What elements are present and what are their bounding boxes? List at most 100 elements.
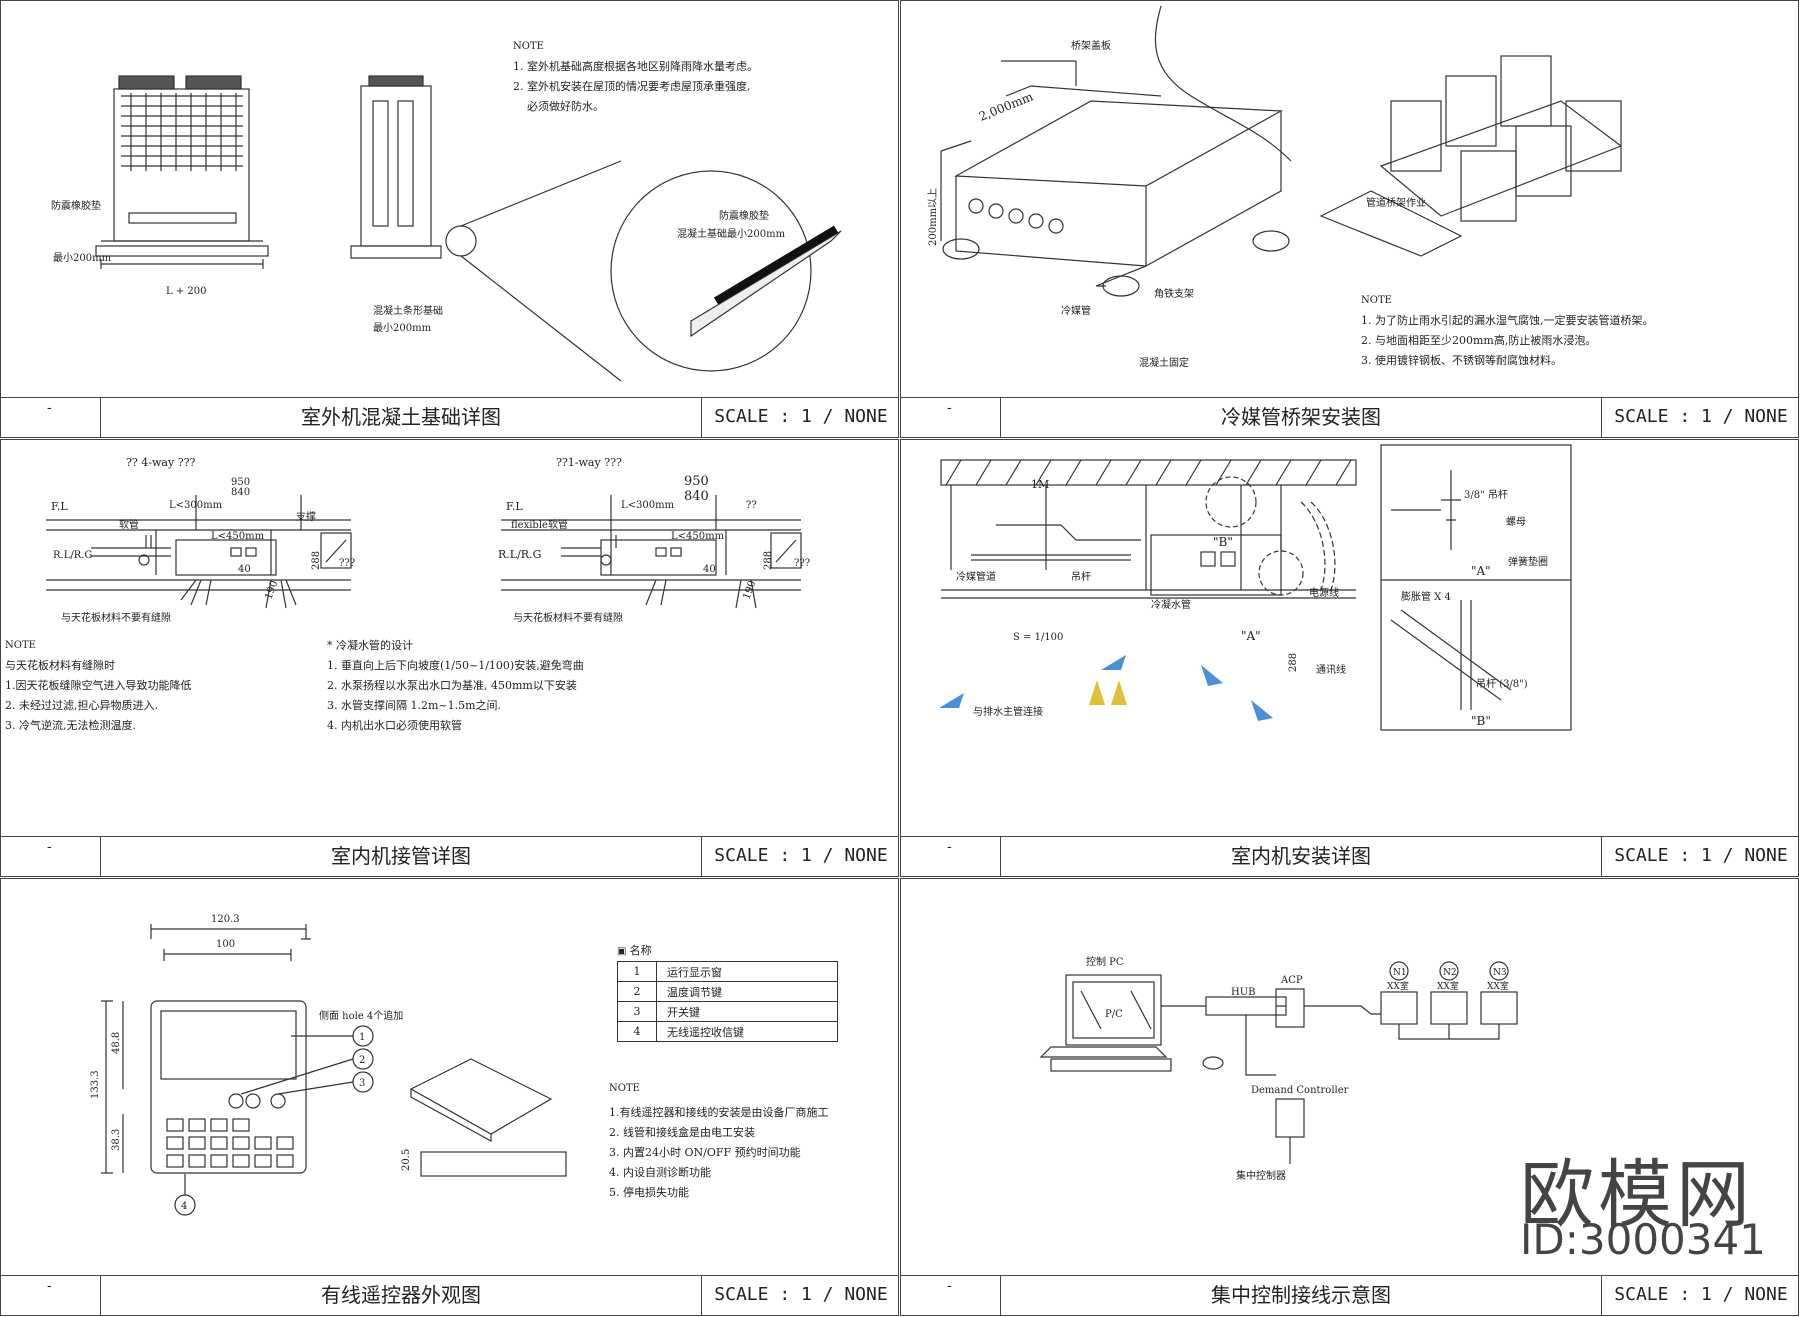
label-bridge-work: 管道桥架作业 xyxy=(1366,196,1426,209)
note-line: 1.因天花板缝隙空气进入导致功能降低 xyxy=(5,679,192,692)
indoor-install-drawing: 1M 冷媒管道 吊杆 冷凝水管 S = 1/100 "B" "A" 电源线 通讯… xyxy=(939,444,1572,731)
drawing-title: 室外机混凝土基础详图 xyxy=(101,398,702,437)
dim-950-b: 950 xyxy=(684,474,709,489)
note-line: 2. 未经过过滤,担心异物质进入. xyxy=(5,699,158,712)
table-cell-no: 2 xyxy=(617,981,657,1002)
callout-1: 1 xyxy=(359,1032,365,1043)
drawing-title: 室内机接管详图 xyxy=(101,837,702,876)
label-n2: N2 xyxy=(1443,968,1457,978)
label-l300: L<300mm xyxy=(169,500,223,511)
note-head: NOTE xyxy=(1361,295,1392,306)
dim-288: 288 xyxy=(1288,653,1299,672)
note-line: 5. 停电损失功能 xyxy=(609,1186,689,1199)
label-n3: N3 xyxy=(1493,968,1507,978)
drawing-scale: SCALE : 1 / NONE xyxy=(714,1284,888,1305)
label-concrete: 混凝土固定 xyxy=(1139,356,1189,369)
indoor-unit-1way xyxy=(600,539,717,576)
notes-panel0: NOTE 1. 室外机基础高度根据各地区别降雨降水量考虑。 2. 室外机安装在屋… xyxy=(513,37,758,117)
room-panel-n2 xyxy=(1430,991,1468,1025)
drawing-title: 室内机安装详图 xyxy=(1001,837,1602,876)
label-fl: F.L xyxy=(51,500,68,513)
label-rod38b: 吊杆 (3/8") xyxy=(1476,678,1528,690)
pc-monitor xyxy=(1065,974,1162,1046)
label-b-callout: "B" xyxy=(1213,535,1233,549)
acp-box xyxy=(1275,988,1305,1028)
note-line: 3. 冷气逆流,无法检测温度. xyxy=(5,719,136,732)
notes-panel4: NOTE 1.有线遥控器和接线的安装是由设备厂商施工 2. 线管和接线盒是由电工… xyxy=(609,1079,829,1203)
label-h200: 200mm以上 xyxy=(927,188,939,246)
airflow-arrow-icon xyxy=(1201,665,1223,686)
title-dash: - xyxy=(901,837,1001,876)
note-head: * 冷凝水管的设计 xyxy=(327,639,413,652)
airflow-in-icon xyxy=(1111,680,1127,705)
label-rubber: 防震橡胶垫 xyxy=(51,199,101,212)
title-dash: - xyxy=(901,398,1001,437)
callout-4: 4 xyxy=(181,1201,187,1212)
note-line: 4. 内机出水口必须使用软管 xyxy=(327,719,462,732)
dim-840: 840 xyxy=(231,487,250,498)
note-line: 2. 与地面相距至少200mm高,防止被雨水浸泡。 xyxy=(1361,334,1597,347)
table-head: ▣ 名称 xyxy=(617,944,652,957)
airflow-in-icon xyxy=(1089,680,1105,705)
table-cell-name: 无线遥控收信键 xyxy=(656,1021,838,1042)
label-min200: 最小200mm xyxy=(53,252,112,264)
drawing-scale: SCALE : 1 / NONE xyxy=(1614,845,1788,866)
room-panel-n3 xyxy=(1480,991,1518,1025)
label-flex: flexible软管 xyxy=(511,518,568,531)
indoor-piping-drawing: ?? 4-way ??? ??1-way ??? F.L F.L 950 840… xyxy=(46,456,810,624)
label-angle: 角铁支架 xyxy=(1154,287,1194,300)
notes-panel1: NOTE 1. 为了防止雨水引起的漏水湿气腐蚀,一定要安装管道桥架。 2. 与地… xyxy=(1361,291,1654,371)
label-a-callout: "A" xyxy=(1241,629,1261,643)
label-demand: Demand Controller xyxy=(1251,1085,1349,1096)
panel-indoor-piping: ?? 4-way ??? ??1-way ??? F.L F.L 950 840… xyxy=(0,439,899,877)
label-detail-a: "A" xyxy=(1471,564,1491,578)
label-power: 电源线 xyxy=(1309,586,1339,599)
label-strip: 混凝土条形基础 xyxy=(373,304,443,317)
airflow-arrow-icon xyxy=(1101,655,1126,670)
label-rod38: 3/8" 吊杆 xyxy=(1464,489,1508,501)
note-line: 2. 水泵扬程以水泵出水口为基准, 450mm以下安装 xyxy=(327,679,577,692)
note-line: 与天花板材料有缝隙时 xyxy=(5,659,115,672)
dim-288: 288 xyxy=(311,551,322,570)
panel-remote-controller: 120.3 100 侧面 hole 4个追加 133.3 48.8 38.3 2… xyxy=(0,878,899,1316)
title-block: - 室内机安装详图 SCALE : 1 / NONE xyxy=(901,836,1798,876)
title-block: - 室外机混凝土基础详图 SCALE : 1 / NONE xyxy=(1,397,898,437)
drawing-title: 集中控制接线示意图 xyxy=(1001,1276,1602,1315)
label-1m: 1M xyxy=(1031,478,1049,491)
note-line: 2. 室外机安装在屋顶的情况要考虑屋顶承重强度, xyxy=(513,80,751,93)
label-washer: 弹簧垫圈 xyxy=(1508,555,1548,568)
label-cover: 桥架盖板 xyxy=(1071,39,1111,52)
dim-488: 48.8 xyxy=(111,1032,122,1054)
label-hub: HUB xyxy=(1231,987,1256,998)
indoor-unit xyxy=(1150,534,1282,596)
callout-2: 2 xyxy=(359,1055,365,1066)
label-hole: 侧面 hole 4个追加 xyxy=(319,1009,403,1022)
note-line: 1. 垂直向上后下向坡度(1/50~1/100)安装,避免弯曲 xyxy=(327,659,584,672)
label-l200: L + 200 xyxy=(166,286,206,297)
display-window xyxy=(160,1010,297,1080)
panel-central-control: 控制 PC P/C HUB ACP Demand Controller 集中控制… xyxy=(900,878,1799,1316)
table-cell-name: 运行显示窗 xyxy=(656,961,838,982)
label-pc-screen: P/C xyxy=(1105,1009,1123,1020)
dim-950: 950 xyxy=(231,477,250,488)
note-line: 1. 为了防止雨水引起的漏水湿气腐蚀,一定要安装管道桥架。 xyxy=(1361,314,1654,327)
label-length: 2,000mm xyxy=(977,89,1036,124)
label-strip-min: 最小200mm xyxy=(373,322,432,334)
drawing-scale: SCALE : 1 / NONE xyxy=(1614,406,1788,427)
table-title: 名称 xyxy=(629,944,652,957)
watermark-id: ID:3000341 xyxy=(1520,1215,1766,1264)
label-l300-b: L<300mm xyxy=(621,500,675,511)
table-cell-name: 温度调节键 xyxy=(656,981,838,1002)
label-room3: XX室 xyxy=(1487,980,1509,992)
title-dash: - xyxy=(901,1276,1001,1315)
notes-drain-design: * 冷凝水管的设计 1. 垂直向上后下向坡度(1/50~1/100)安装,避免弯… xyxy=(327,636,584,736)
hub-box xyxy=(1205,996,1287,1016)
label-drain: 与排水主管连接 xyxy=(973,705,1043,718)
room-panel-n1 xyxy=(1380,991,1418,1025)
dim-288-b: 288 xyxy=(763,551,774,570)
dim-1333: 133.3 xyxy=(90,1070,101,1099)
keypad xyxy=(166,1118,294,1168)
